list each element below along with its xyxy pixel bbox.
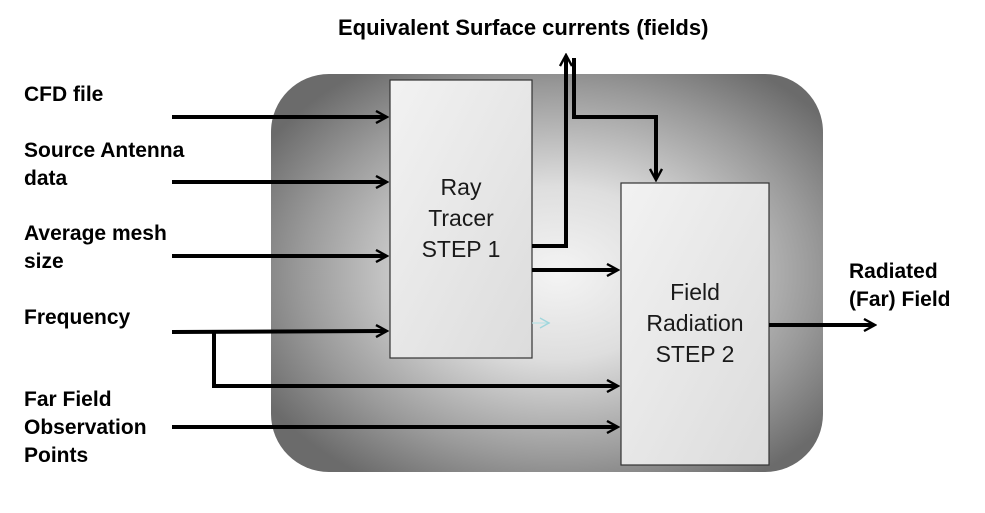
output-label: Radiated (Far) Field bbox=[849, 258, 951, 314]
ray-tracer-label: Ray Tracer STEP 1 bbox=[390, 172, 532, 265]
block-label-line: Ray bbox=[440, 174, 482, 200]
field-radiation-block bbox=[620, 182, 770, 466]
input-label-line: Source Antenna bbox=[24, 139, 185, 162]
frequency-arrow bbox=[171, 331, 386, 332]
input-label-line: CFD file bbox=[24, 83, 104, 106]
block-label-line: STEP 2 bbox=[655, 341, 735, 367]
output-label-line: Radiated bbox=[849, 260, 938, 283]
input-label-line: Average mesh bbox=[24, 222, 167, 245]
currents-up-arrow bbox=[532, 56, 566, 248]
input-label-line: Points bbox=[24, 444, 89, 467]
input-label-line: size bbox=[24, 250, 64, 273]
input-label-frequency: Frequency bbox=[24, 304, 130, 332]
input-label-line: Observation bbox=[24, 416, 147, 439]
block-label-line: STEP 1 bbox=[421, 236, 501, 262]
currents-down-arrow bbox=[572, 58, 656, 179]
input-label-observation-points: Far Field Observation Points bbox=[24, 386, 147, 470]
output-label-line: (Far) Field bbox=[849, 288, 951, 311]
input-label-line: Far Field bbox=[24, 388, 112, 411]
block-label-line: Field bbox=[670, 279, 720, 305]
block-label-line: Tracer bbox=[428, 205, 494, 231]
field-radiation-label: Field Radiation STEP 2 bbox=[621, 277, 769, 370]
input-label-line: Frequency bbox=[24, 306, 131, 329]
input-label-source-antenna: Source Antenna data bbox=[24, 137, 184, 193]
ray-tracer-block bbox=[389, 79, 533, 359]
diagram-title: Equivalent Surface currents (fields) bbox=[338, 15, 709, 40]
input-label-line: data bbox=[24, 167, 68, 190]
block-label-line: Radiation bbox=[646, 310, 744, 336]
input-label-mesh-size: Average mesh size bbox=[24, 220, 167, 276]
input-label-cfd-file: CFD file bbox=[24, 81, 103, 109]
frequency-branch-arrow bbox=[212, 333, 617, 386]
